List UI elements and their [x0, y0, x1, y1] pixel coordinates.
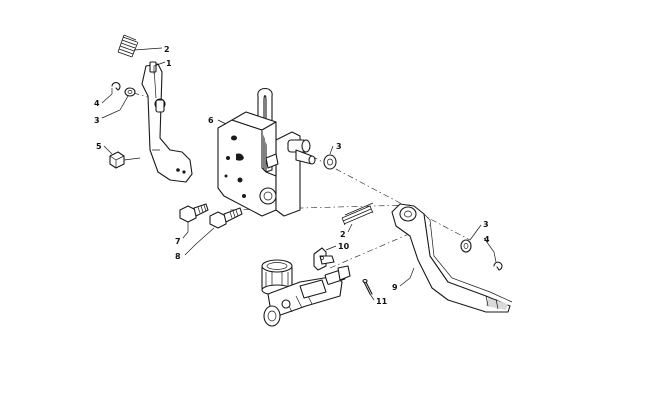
part-washer-upper [124, 87, 136, 97]
part-clip-right [493, 261, 503, 271]
callout-7: 7 [175, 237, 181, 246]
part-clip-upper [111, 82, 121, 91]
callout-11: 11 [376, 297, 388, 306]
part-clevis [313, 247, 335, 271]
callout-4-right: 4 [484, 235, 490, 244]
part-brake-pedal [391, 203, 513, 313]
part-washer-middle [323, 154, 337, 170]
callout-4-upper: 4 [94, 99, 100, 108]
part-bolt-short [179, 203, 209, 223]
callout-5: 5 [96, 142, 102, 151]
callout-1: 1 [166, 59, 172, 68]
part-lower-spring [341, 202, 374, 226]
callout-10: 10 [338, 242, 350, 251]
callout-6: 6 [208, 116, 214, 125]
part-bracket-plate [141, 61, 193, 183]
callout-3-upper: 3 [94, 116, 100, 125]
part-washer-right [460, 239, 472, 253]
part-nut [109, 151, 141, 169]
callout-labels: 2 1 4 3 5 6 3 7 8 2 10 9 11 3 4 [94, 45, 490, 306]
callout-leaders [101, 47, 497, 301]
part-bolt-long [209, 207, 243, 229]
callout-2-lower: 2 [340, 230, 346, 239]
callout-9: 9 [392, 283, 398, 292]
callout-3-right: 3 [483, 220, 489, 229]
part-pin [362, 278, 373, 295]
callout-2-upper: 2 [164, 45, 170, 54]
part-upper-spring [117, 34, 139, 58]
part-master-cylinder [261, 259, 351, 327]
callout-8: 8 [175, 252, 181, 261]
part-mounting-bracket [217, 87, 316, 217]
callout-3-middle: 3 [336, 142, 342, 151]
